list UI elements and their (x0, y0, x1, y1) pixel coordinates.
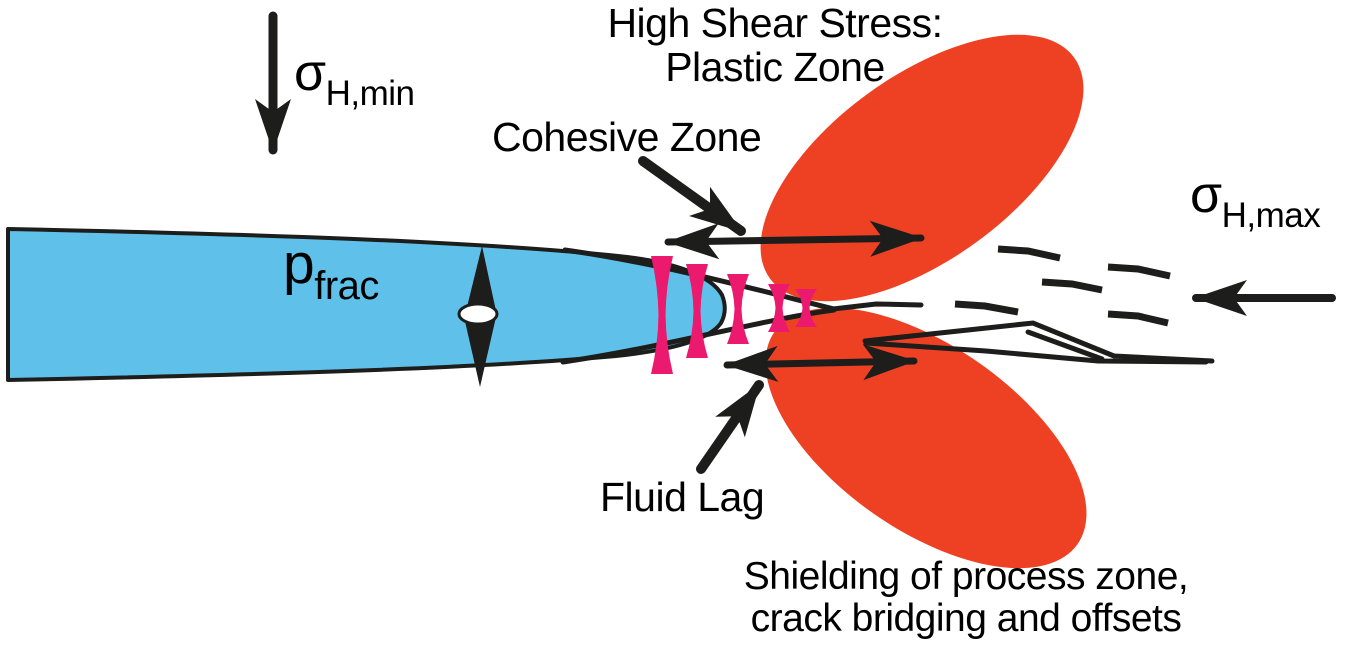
label-cohesive-zone: Cohesive Zone (492, 114, 762, 160)
sigma-max-subscript: H,max (1221, 195, 1321, 235)
microcrack-dash-2 (1107, 263, 1171, 280)
aperture-arrow-up-cone (466, 246, 496, 311)
microcrack-dash-1 (997, 245, 1061, 262)
fluid-lag-extent-arrow (723, 344, 918, 382)
aperture-ellipse (457, 302, 499, 326)
sigma-min-symbol: σ (294, 44, 326, 102)
label-sigma-h-min: σH,min (294, 44, 415, 112)
crack-bridging-line-2 (1025, 329, 1105, 362)
label-fluid-lag: Fluid Lag (600, 474, 765, 520)
high-shear-line2: Plastic Zone (665, 43, 885, 90)
cohesive-element-2 (686, 264, 708, 358)
label-frac-pressure: pfrac (283, 232, 379, 308)
label-high-shear-plastic-zone: High Shear Stress: Plastic Zone (555, 0, 995, 90)
cohesive-element-3 (727, 274, 749, 344)
microcrack-dash-3 (1041, 278, 1103, 294)
frac-pressure-subscript: frac (314, 264, 379, 308)
cohesive-zone-pointer-arrow (638, 156, 746, 236)
microcrack-dash-5 (1107, 310, 1169, 327)
frac-pressure-symbol: p (283, 232, 315, 296)
cohesive-element-5 (795, 289, 817, 327)
high-shear-line1: High Shear Stress: (607, 0, 943, 46)
crack-tip-line (830, 301, 924, 312)
cohesive-elements (651, 256, 817, 374)
fracture-fluid-body (6, 227, 727, 382)
cohesive-element-1 (651, 256, 673, 374)
fluid-lag-pointer-arrow (696, 380, 764, 474)
fracture-width-indicator (457, 246, 499, 387)
crack-bridging-line-1 (862, 320, 1215, 364)
sigma-max-symbol: σ (1190, 166, 1222, 224)
aperture-arrow-down-cone (464, 317, 496, 387)
cohesive-zone-extent-arrow (664, 220, 925, 260)
label-sigma-h-max: σH,max (1190, 166, 1321, 234)
cohesive-element-4 (768, 284, 790, 332)
shielding-line2: crack bridging and offsets (750, 596, 1182, 640)
crack-bridging-line-3 (863, 340, 1209, 365)
sigma-min-subscript: H,min (325, 73, 415, 113)
label-shielding: Shielding of process zone, crack bridgin… (734, 556, 1198, 639)
microcrack-dash-4 (954, 300, 1019, 316)
shielding-line1: Shielding of process zone, (743, 555, 1189, 598)
